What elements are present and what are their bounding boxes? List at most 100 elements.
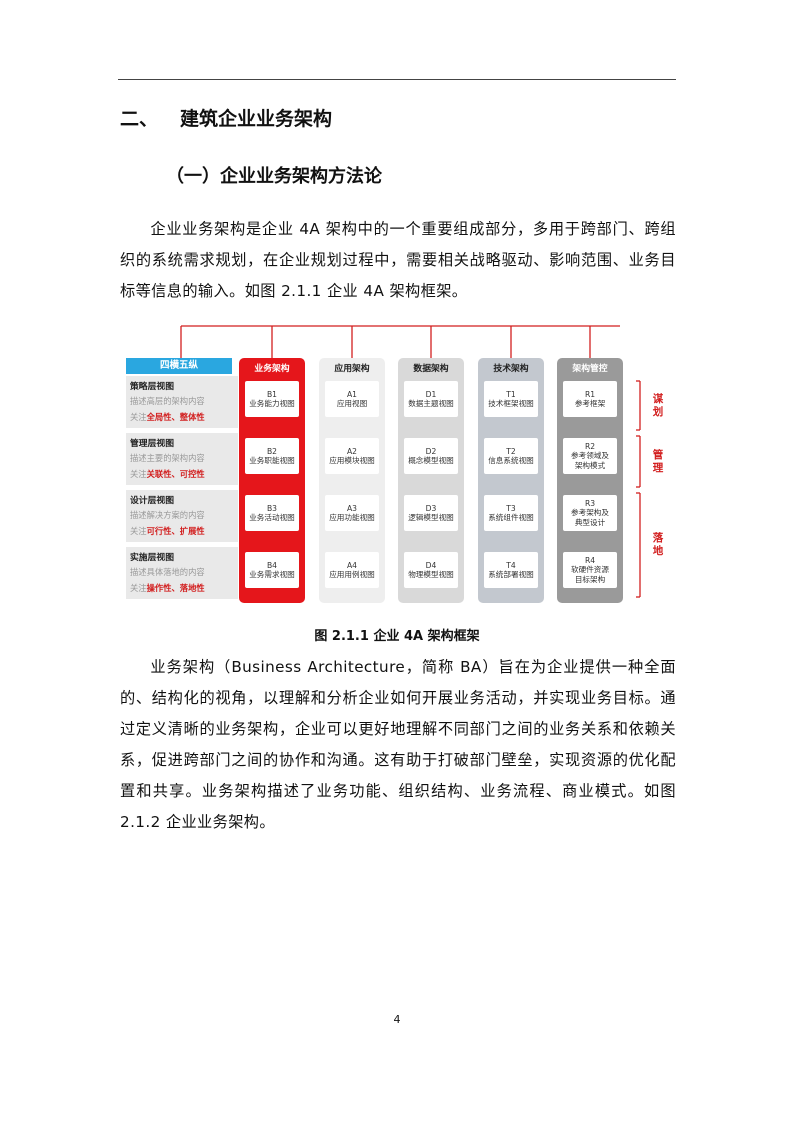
cell-label: 架构模式 <box>574 460 606 470</box>
row-desc: 描述具体落地的内容 <box>130 567 205 577</box>
row-title: 管理层视图 <box>130 439 174 449</box>
row-title: 策略层视图 <box>130 382 174 392</box>
cell-label: 参考框架 <box>574 399 606 408</box>
cell-label: 信息系统视图 <box>488 456 534 465</box>
page-number: 4 <box>393 1013 401 1026</box>
side-label-1: 谋划 <box>652 392 664 418</box>
cell-code: A2 <box>346 446 358 456</box>
side-label-3: 落地 <box>652 532 664 557</box>
cell-label: 系统部署视图 <box>488 570 534 579</box>
row-label-3: 设计层视图描述解决方案的内容关注可行性、扩展性 <box>126 490 238 542</box>
cell-code: A3 <box>346 503 358 513</box>
row-focus-prefix: 关注 <box>130 583 147 593</box>
cell-label: 应用功能视图 <box>329 513 375 522</box>
connector-lines <box>180 325 641 598</box>
cell-label: 应用用例视图 <box>329 570 375 579</box>
cell-label: 目标架构 <box>574 574 606 584</box>
cell-label: 逻辑模型视图 <box>408 513 454 522</box>
row-focus-keywords: 可行性、扩展性 <box>146 526 205 536</box>
cell-code: A1 <box>346 389 358 399</box>
cell-label: 系统组件视图 <box>488 513 534 522</box>
cell-code: R3 <box>584 498 596 508</box>
cell-label: 应用模块视图 <box>329 456 375 465</box>
cell-code: T3 <box>506 503 516 513</box>
cell-label: 业务活动视图 <box>249 513 295 522</box>
cell-code: R1 <box>584 389 596 399</box>
cell-label: 典型设计 <box>574 517 606 527</box>
row-desc: 描述主要的架构内容 <box>130 453 205 463</box>
row-desc: 描述高层的架构内容 <box>130 396 205 406</box>
row-label-4: 实施层视图描述具体落地的内容关注操作性、落地性 <box>126 547 238 599</box>
row-focus: 关注操作性、落地性 <box>130 582 205 594</box>
row-label-1: 策略层视图描述高层的架构内容关注全局性、整体性 <box>126 376 238 428</box>
column-header: 技术架构 <box>493 364 529 374</box>
cell-label: 业务能力视图 <box>249 399 295 408</box>
4a-architecture-figure: 四横五纵 策略层视图描述高层的架构内容关注全局性、整体性管理层视图描述主要的架构… <box>120 318 676 608</box>
column-header: 数据架构 <box>413 364 449 374</box>
cell-label: 概念模型视图 <box>408 456 454 465</box>
row-focus: 关注全局性、整体性 <box>130 411 205 423</box>
cell-label: 业务职能视图 <box>249 456 295 465</box>
cell-code: T4 <box>506 560 516 570</box>
cell-code: B3 <box>266 503 278 513</box>
row-focus-prefix: 关注 <box>130 412 147 422</box>
cell-code: B2 <box>266 446 278 456</box>
section-title: 建筑企业业务架构 <box>180 108 333 130</box>
cell-code: D4 <box>425 560 437 570</box>
cell-code: B4 <box>266 560 278 570</box>
cell-label: 业务需求视图 <box>249 570 295 579</box>
column-header: 架构管控 <box>572 364 608 374</box>
cell-label: 应用视图 <box>336 399 368 408</box>
cell-code: D2 <box>425 446 437 456</box>
row-focus: 关注可行性、扩展性 <box>130 525 205 537</box>
section-number: 二、 <box>120 108 159 130</box>
cell-code: A4 <box>346 560 358 570</box>
cell-code: D3 <box>425 503 437 513</box>
row-focus-keywords: 关联性、可控性 <box>146 469 205 479</box>
subsection-heading: （一）企业业务架构方法论 <box>166 166 382 187</box>
column-header: 业务架构 <box>254 364 290 374</box>
row-focus-keywords: 全局性、整体性 <box>146 412 205 422</box>
header-rule <box>118 79 676 80</box>
cell-label: 技术框架视图 <box>488 399 534 408</box>
cell-code: B1 <box>266 389 278 399</box>
left-header: 四横五纵 <box>126 358 232 374</box>
row-focus-prefix: 关注 <box>130 469 147 479</box>
cell-label: 数据主题视图 <box>408 399 454 408</box>
column-header: 应用架构 <box>334 364 370 374</box>
cell-label: 物理模型视图 <box>408 570 454 579</box>
row-focus-keywords: 操作性、落地性 <box>146 583 205 593</box>
row-desc: 描述解决方案的内容 <box>130 510 205 520</box>
cell-label: 参考领域及 <box>571 451 609 461</box>
row-label-2: 管理层视图描述主要的架构内容关注关联性、可控性 <box>126 433 238 485</box>
cell-code: R4 <box>584 555 596 565</box>
cell-label: 参考架构及 <box>571 508 609 518</box>
cell-code: T1 <box>506 389 516 399</box>
row-title: 设计层视图 <box>130 496 174 506</box>
cell-label: 软硬件资源 <box>571 565 609 575</box>
side-label-2: 管理 <box>652 448 664 474</box>
cell-code: T2 <box>506 446 516 456</box>
figure-caption: 图 2.1.1 企业 4A 架构框架 <box>314 629 480 644</box>
row-title: 实施层视图 <box>130 553 174 563</box>
